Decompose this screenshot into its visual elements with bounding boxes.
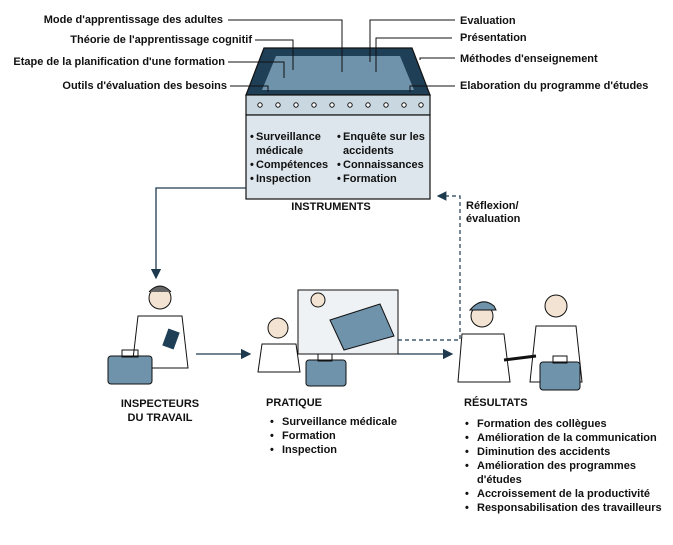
resultats-list: Formation des collègues Amélioration de … — [465, 417, 670, 515]
instrument-item: Surveillance médicale — [250, 130, 332, 158]
label-mode-apprentissage: Mode d'apprentissage des adultes — [43, 14, 223, 26]
resultats-title: RÉSULTATS — [464, 397, 528, 409]
pratique-item: Formation — [270, 429, 420, 443]
label-etape-planification: Etape de la planification d'une formatio… — [13, 56, 225, 68]
instruments-list-left: Surveillance médicale Compétences Inspec… — [250, 130, 332, 186]
pratique-list: Surveillance médicale Formation Inspecti… — [270, 415, 420, 457]
resultat-item: Formation des collègues — [465, 417, 670, 431]
handshake-scene-icon — [457, 294, 583, 391]
dashed-feedback-line — [398, 191, 461, 341]
inspecteurs-title: INSPECTEURS DU TRAVAIL — [120, 398, 200, 424]
right-leaders — [369, 19, 455, 92]
instrument-item: Enquête sur les accidents — [337, 130, 429, 158]
label-presentation: Présentation — [460, 32, 527, 44]
label-outils-evaluation: Outils d'évaluation des besoins — [62, 80, 227, 92]
instrument-item: Formation — [337, 172, 429, 186]
instruments-title: INSTRUMENTS — [291, 201, 371, 213]
pratique-title: PRATIQUE — [266, 397, 323, 409]
arrow-instruments-to-inspecteurs — [150, 187, 246, 280]
feedback-label: Réflexion/ évaluation — [466, 200, 521, 225]
label-evaluation: Evaluation — [460, 15, 516, 27]
rivet-row — [257, 102, 424, 108]
resultat-item: Responsabilisation des travailleurs — [465, 501, 670, 515]
instrument-item: Compétences — [250, 158, 332, 172]
pratique-scene-icon — [257, 289, 399, 387]
resultat-item: Diminution des accidents — [465, 445, 670, 459]
resultat-item: Accroissement de la productivité — [465, 487, 670, 501]
pratique-item: Surveillance médicale — [270, 415, 420, 429]
left-leaders — [228, 19, 343, 92]
resultat-item: Amélioration des programmes d'études — [465, 459, 670, 487]
label-methodes: Méthodes d'enseignement — [460, 53, 598, 65]
label-theorie-apprentissage: Théorie de l'apprentissage cognitif — [70, 34, 252, 46]
inspector-figure-icon — [107, 285, 189, 385]
label-elaboration: Elaboration du programme d'études — [460, 80, 649, 92]
instruments-list-right: Enquête sur les accidents Connaissances … — [337, 130, 429, 186]
instrument-item: Connaissances — [337, 158, 429, 172]
resultat-item: Amélioration de la communication — [465, 431, 670, 445]
instrument-item: Inspection — [250, 172, 332, 186]
pratique-item: Inspection — [270, 443, 420, 457]
